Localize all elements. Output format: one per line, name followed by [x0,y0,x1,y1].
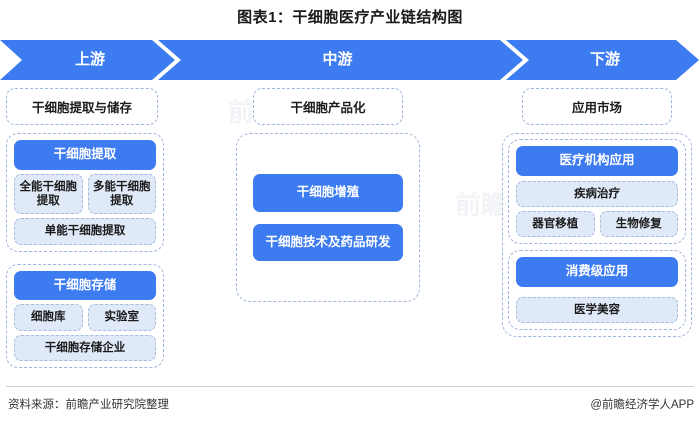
downstream-item-disease-treatment: 疾病治疗 [516,180,678,207]
page-title: 图表1：干细胞医疗产业链结构图 [237,9,463,26]
midstream-item-proliferation: 干细胞增殖 [253,174,403,212]
watermark: 前瞻 [455,190,508,220]
midstream-item-tech-rnd: 干细胞技术及药品研发 [253,223,403,262]
upstream-group-extraction-title: 干细胞提取 [14,140,156,170]
upstream-item-pluripotent: 多能干细胞提取 [87,173,156,215]
footer-divider [6,386,694,387]
arrow-segment-upstream [0,40,175,80]
banner-label-upstream: 上游 [74,51,105,68]
upstream-item-unipotent: 单能干细胞提取 [14,218,156,245]
upstream-group-storage-title: 干细胞存储 [14,270,156,301]
arrow-segment-downstream [506,40,699,80]
downstream-group-medical: 医疗机构应用 疾病治疗 器官移植 生物修复 [508,139,686,245]
source-text: 资料来源：前瞻产业研究院整理 [8,399,169,411]
upstream-item-storage-enterprise: 干细胞存储企业 [14,334,156,362]
upstream-column: 干细胞提取与储存 干细胞提取 全能干细胞提取 多能干细胞提取 单能干细胞提取 干… [6,88,164,369]
downstream-outer-container: 医疗机构应用 疾病治疗 器官移植 生物修复 消费级应用 医学美容 [502,133,692,338]
downstream-group-consumer-title: 消费级应用 [516,257,678,287]
midstream-column: 干细胞产品化 干细胞增殖 干细胞技术及药品研发 [236,88,420,303]
upstream-item-cell-bank: 细胞库 [14,304,83,331]
downstream-column: 应用市场 医疗机构应用 疾病治疗 器官移植 生物修复 消费级应用 医学美容 [502,88,692,338]
upstream-group-extraction: 干细胞提取 全能干细胞提取 多能干细胞提取 单能干细胞提取 [6,133,164,252]
midstream-group: 干细胞增殖 干细胞技术及药品研发 [236,133,420,303]
upstream-group-storage: 干细胞存储 细胞库 实验室 干细胞存储企业 [6,263,164,369]
upstream-item-totipotent: 全能干细胞提取 [14,173,83,215]
downstream-item-bio-repair: 生物修复 [599,211,678,238]
downstream-group-consumer: 消费级应用 医学美容 [508,250,686,331]
midstream-header: 干细胞产品化 [253,88,403,125]
banner-label-downstream: 下游 [589,51,620,68]
downstream-group-medical-title: 医疗机构应用 [516,146,678,176]
brand-text: @前瞻经济学人APP [590,399,694,411]
upstream-item-laboratory: 实验室 [87,304,156,331]
downstream-item-organ-transplant: 器官移植 [516,211,595,238]
banner-label-midstream: 中游 [322,51,353,68]
upstream-header: 干细胞提取与储存 [6,88,158,125]
downstream-header: 应用市场 [522,88,672,125]
arrow-segment-midstream [158,40,523,80]
industry-chain-banner [0,40,700,80]
downstream-item-medical-beauty: 医学美容 [516,297,678,324]
